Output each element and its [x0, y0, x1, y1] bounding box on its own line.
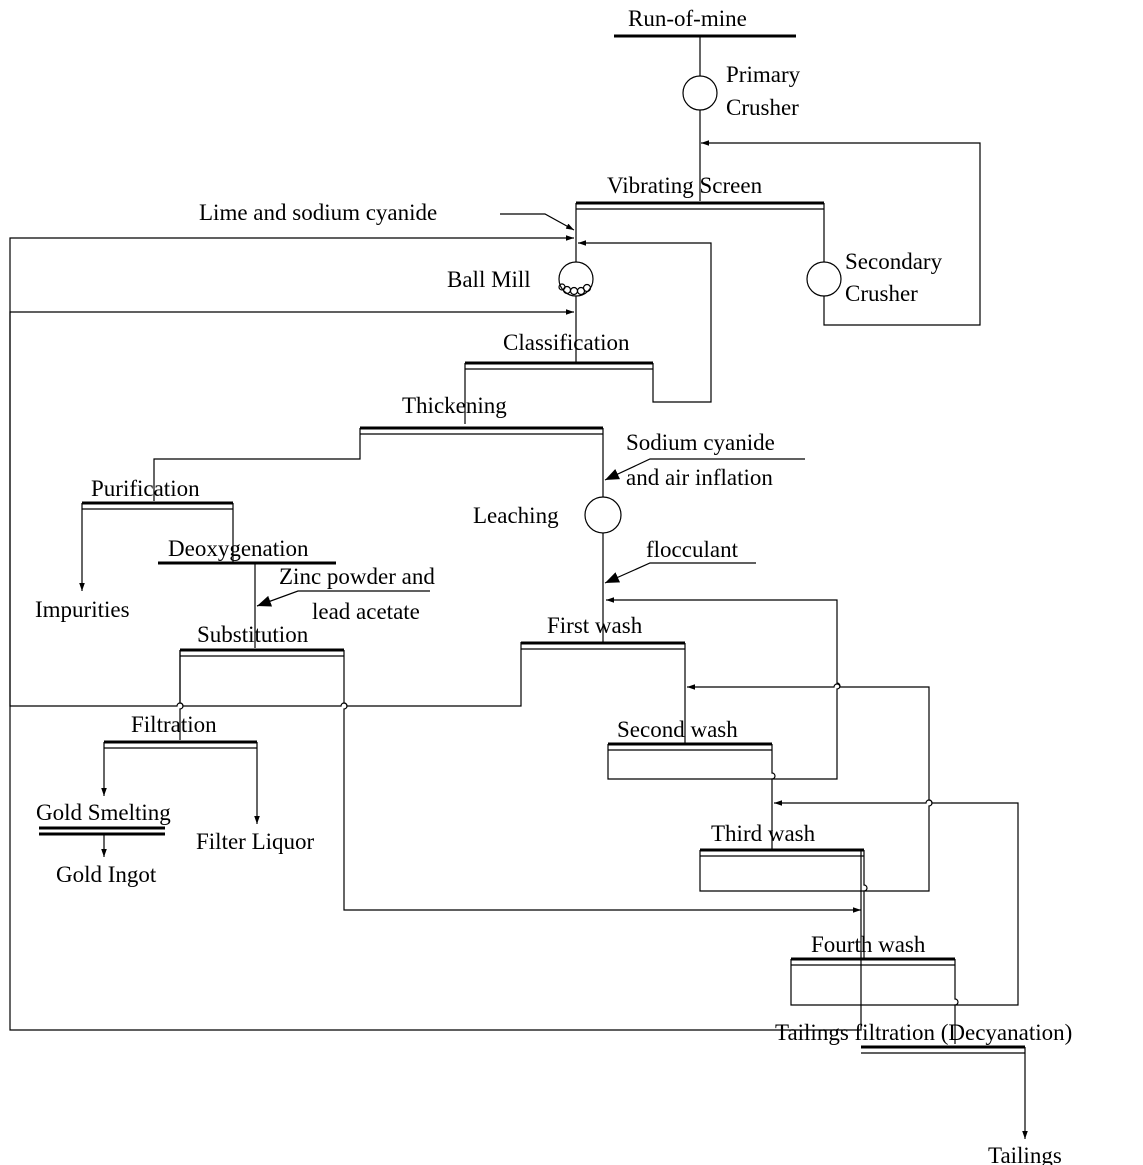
- flow-lime-to-mill: [500, 213, 575, 231]
- second-wash-node: Second wash: [607, 717, 772, 780]
- impurities-label: Impurities: [35, 597, 130, 622]
- first-wash-label: First wash: [547, 613, 643, 638]
- flocculant-label: flocculant: [646, 537, 739, 562]
- vibrating-screen-node: Vibrating Screen: [575, 173, 825, 263]
- tailings-label: Tailings: [988, 1143, 1062, 1165]
- flow-secondary-return: [701, 140, 981, 326]
- sodium-cyanide-label-1: Sodium cyanide: [626, 430, 775, 455]
- flow-fourth-to-second-wash: [687, 683, 933, 892]
- substitution-node: Substitution: [180, 622, 344, 657]
- filtration-node: Filtration: [104, 712, 257, 749]
- zinc-powder-label-2: lead acetate: [312, 599, 420, 624]
- flow-zinc-to-substitution: [256, 590, 430, 607]
- secondary-crusher-node: Secondary Crusher: [806, 249, 943, 306]
- gold-smelting-label: Gold Smelting: [36, 800, 171, 825]
- purification-node: Purification: [82, 476, 233, 510]
- fourth-wash-node: Fourth wash: [790, 932, 955, 1006]
- third-wash-node: Third wash: [699, 821, 864, 892]
- primary-crusher-node: Primary Crusher: [682, 62, 801, 120]
- tailings-filtration-label: Tailings filtration (Decyanation): [775, 1020, 1072, 1045]
- classification-node: Classification: [464, 330, 653, 424]
- secondary-crusher-label-2: Crusher: [845, 281, 918, 306]
- purification-label: Purification: [91, 476, 200, 501]
- flow-tailings-to-third-wash: [774, 799, 1019, 1006]
- run-of-mine-node: Run-of-mine: [614, 6, 796, 38]
- fourth-wash-label: Fourth wash: [811, 932, 926, 957]
- leaching-icon: [584, 496, 622, 534]
- primary-crusher-label-2: Crusher: [726, 95, 799, 120]
- flow-cyanide-to-leaching: [604, 458, 805, 481]
- ball-mill-node: Ball Mill: [447, 261, 594, 297]
- flow-fourth-to-tailings-filtration: [954, 959, 959, 1044]
- tailings-filtration-node: Tailings filtration (Decyanation): [775, 1020, 1072, 1054]
- flow-flocculant: [604, 562, 756, 584]
- ball-mill-label: Ball Mill: [447, 267, 531, 292]
- flow-substitution-to-fourth-wash: [343, 650, 861, 913]
- vibrating-screen-label: Vibrating Screen: [607, 173, 763, 198]
- leaching-label: Leaching: [473, 503, 559, 528]
- secondary-crusher-label-1: Secondary: [845, 249, 943, 274]
- flow-thickening-to-purification: [153, 428, 361, 501]
- gold-ingot-label: Gold Ingot: [56, 862, 157, 887]
- deoxygenation-label: Deoxygenation: [168, 536, 309, 561]
- deoxygenation-node: Deoxygenation: [158, 536, 336, 565]
- sodium-cyanide-label-2: and air inflation: [626, 465, 773, 490]
- primary-crusher-icon: [682, 75, 718, 111]
- classification-label: Classification: [503, 330, 630, 355]
- flow-first-wash-recycle: [9, 309, 574, 707]
- primary-crusher-label-1: Primary: [726, 62, 801, 87]
- secondary-crusher-icon: [806, 261, 842, 297]
- flow-classification-return: [578, 240, 712, 403]
- filter-liquor-label: Filter Liquor: [196, 829, 315, 854]
- third-wash-label: Third wash: [711, 821, 816, 846]
- lime-cyanide-label: Lime and sodium cyanide: [199, 200, 437, 225]
- flow-third-to-fourth-wash: [863, 850, 868, 959]
- filtration-label: Filtration: [131, 712, 217, 737]
- gold-smelting-node: Gold Smelting: [36, 800, 171, 836]
- substitution-label: Substitution: [197, 622, 309, 647]
- second-wash-label: Second wash: [617, 717, 738, 742]
- flow-second-to-third-wash: [771, 744, 776, 850]
- thickening-node: Thickening: [360, 393, 603, 435]
- thickening-label: Thickening: [402, 393, 507, 418]
- run-of-mine-label: Run-of-mine: [628, 6, 747, 31]
- zinc-powder-label-1: Zinc powder and: [279, 564, 435, 589]
- flow-tailings-recycle: [9, 235, 862, 1031]
- first-wash-node: First wash: [521, 613, 685, 650]
- leaching-node: Leaching: [473, 496, 622, 534]
